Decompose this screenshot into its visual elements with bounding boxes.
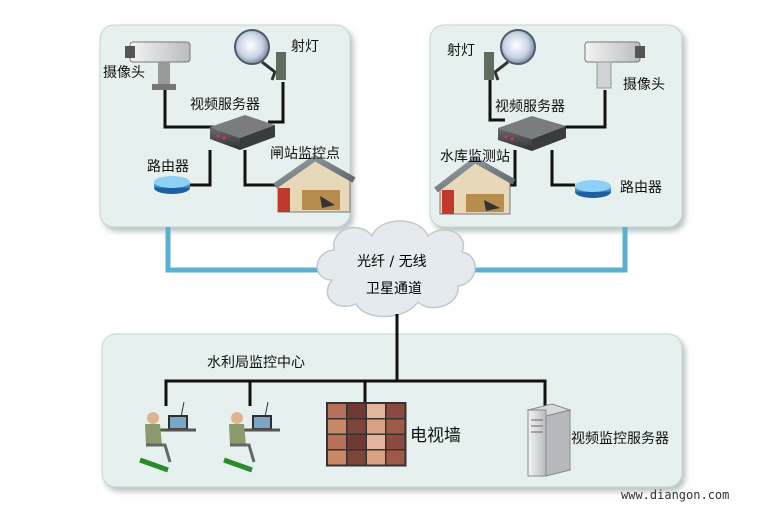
tv-screen-cell bbox=[386, 419, 405, 434]
label-control-center: 水利局监控中心 bbox=[207, 355, 305, 371]
label-left-video-server: 视频服务器 bbox=[190, 97, 260, 113]
video-server-icon bbox=[498, 116, 566, 151]
link-left bbox=[165, 227, 330, 273]
label-right-camera: 摄像头 bbox=[623, 77, 665, 93]
tv-screen-cell bbox=[367, 419, 385, 434]
spotlight-icon bbox=[484, 29, 536, 81]
tv-screen-cell bbox=[367, 404, 385, 418]
label-cloud-line2: 卫星通道 bbox=[366, 281, 422, 297]
left-wires bbox=[163, 82, 285, 187]
tv-screen-cell bbox=[347, 419, 366, 434]
label-gate-station: 闸站监控点 bbox=[270, 146, 340, 162]
tv-screen-cell bbox=[328, 450, 346, 465]
tv-screen-cell bbox=[386, 435, 405, 449]
label-cloud-line1: 光纤 / 无线 bbox=[357, 254, 427, 270]
tv-screen-cell bbox=[386, 450, 405, 465]
tv-screen-cell bbox=[367, 435, 385, 449]
tv-screen-cell bbox=[328, 404, 346, 418]
label-right-router: 路由器 bbox=[620, 180, 662, 196]
spotlight-icon bbox=[234, 29, 286, 81]
reservoir-station-icon bbox=[434, 156, 516, 215]
label-reservoir-station: 水库监测站 bbox=[440, 149, 510, 165]
tv-screen-cell bbox=[347, 404, 366, 418]
gate-station-icon bbox=[273, 154, 356, 213]
label-tv-wall: 电视墙 bbox=[410, 426, 461, 446]
label-left-spotlight: 射灯 bbox=[291, 39, 319, 55]
tv-screen-cell bbox=[347, 435, 366, 449]
tv-screen-cell bbox=[328, 419, 346, 434]
label-right-video-server: 视频服务器 bbox=[495, 99, 565, 115]
operator-workstation-icon bbox=[223, 401, 280, 473]
tv-wall-icon bbox=[326, 402, 407, 467]
operator-workstation-icon bbox=[139, 401, 196, 473]
cloud-network bbox=[316, 220, 476, 318]
label-left-router: 路由器 bbox=[147, 159, 189, 175]
tv-screen-cell bbox=[328, 435, 346, 449]
watermark: www.diangon.com bbox=[621, 488, 730, 502]
camera-icon bbox=[584, 41, 645, 89]
tv-screen-cell bbox=[347, 450, 366, 465]
video-server-icon bbox=[210, 115, 275, 150]
router-icon bbox=[575, 180, 611, 198]
label-left-camera: 摄像头 bbox=[103, 65, 145, 81]
camera-icon bbox=[125, 41, 191, 90]
tv-screen-cell bbox=[386, 404, 405, 418]
link-right bbox=[456, 227, 628, 273]
center-wires bbox=[164, 379, 547, 406]
label-monitor-server: 视频监控服务器 bbox=[571, 431, 669, 447]
tv-screen-cell bbox=[367, 450, 385, 465]
monitor-server-icon bbox=[526, 403, 572, 477]
label-right-spotlight: 射灯 bbox=[447, 43, 475, 59]
router-icon bbox=[154, 176, 190, 194]
